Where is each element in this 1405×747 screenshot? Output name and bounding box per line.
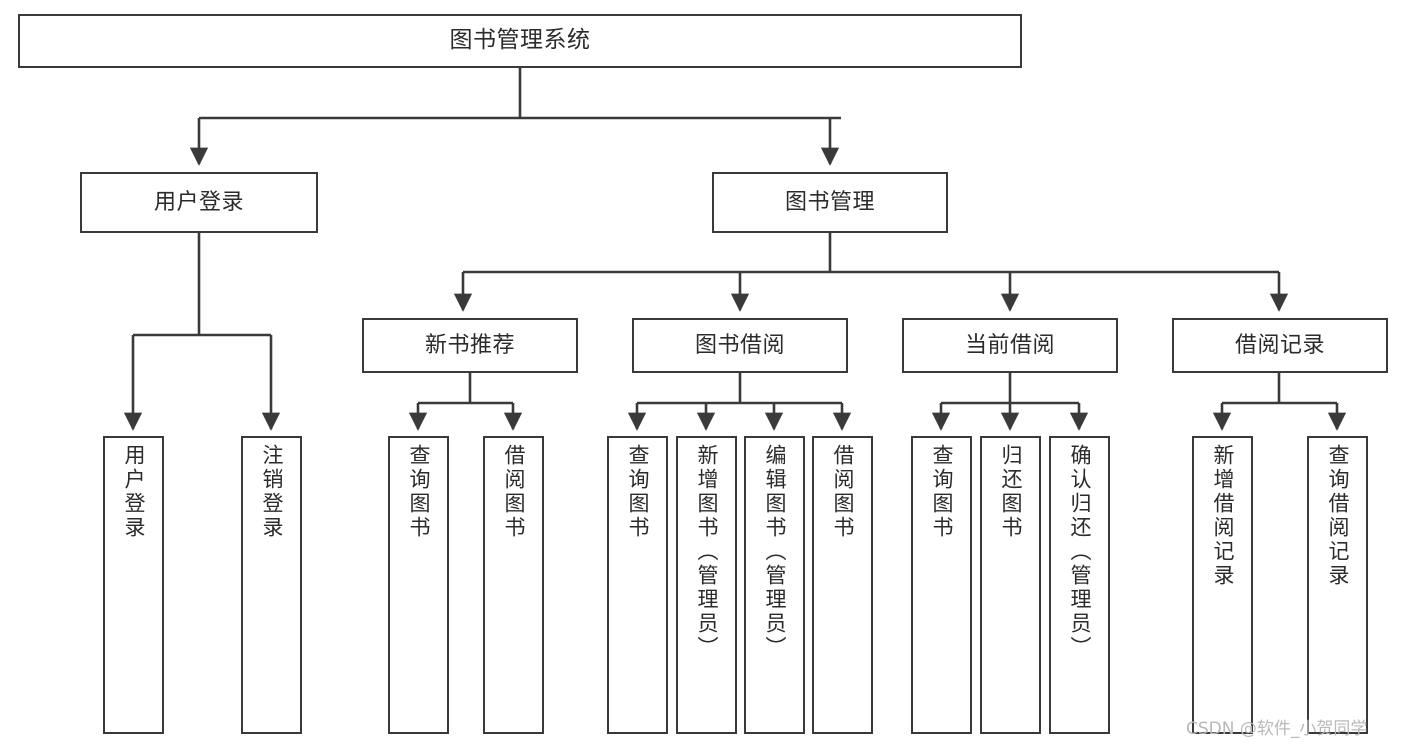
node-book-management[interactable]: 图书管理 — [712, 172, 948, 233]
leaf-user-login[interactable]: 用户登录 — [103, 436, 164, 734]
leaf-add-book-admin[interactable]: 新增图书（管理员） — [676, 436, 737, 734]
node-label: 归还图书 — [999, 444, 1023, 540]
node-user-login[interactable]: 用户登录 — [80, 172, 318, 233]
node-label: 确认归还（管理员） — [1068, 444, 1092, 660]
node-label: 借阅记录 — [1234, 332, 1325, 358]
node-label: 新增借阅记录 — [1211, 444, 1235, 588]
node-label: 用户登录 — [153, 189, 244, 215]
node-borrow-record[interactable]: 借阅记录 — [1172, 318, 1388, 373]
node-label: 新书推荐 — [424, 332, 515, 358]
leaf-query-book-current[interactable]: 查询图书 — [911, 436, 972, 734]
node-current-borrow[interactable]: 当前借阅 — [902, 318, 1118, 373]
leaf-query-borrow-record[interactable]: 查询借阅记录 — [1307, 436, 1368, 734]
leaf-query-book-borrow[interactable]: 查询图书 — [607, 436, 668, 734]
node-label: 编辑图书（管理员） — [763, 444, 787, 660]
node-label: 注销登录 — [260, 444, 284, 540]
node-label: 查询借阅记录 — [1326, 444, 1350, 588]
node-label: 新增图书（管理员） — [695, 444, 719, 660]
node-label: 查询图书 — [930, 444, 954, 540]
node-label: 图书管理 — [784, 189, 875, 215]
node-label: 用户登录 — [122, 444, 146, 540]
leaf-add-borrow-record[interactable]: 新增借阅记录 — [1192, 436, 1253, 734]
leaf-user-logout[interactable]: 注销登录 — [241, 436, 302, 734]
leaf-edit-book-admin[interactable]: 编辑图书（管理员） — [744, 436, 805, 734]
node-label: 查询图书 — [626, 444, 650, 540]
csdn-watermark: CSDN @软件_小贺同学 — [1186, 719, 1368, 739]
leaf-query-book-new-recommendation[interactable]: 查询图书 — [388, 436, 449, 734]
node-label: 借阅图书 — [831, 444, 855, 540]
leaf-borrow-book[interactable]: 借阅图书 — [812, 436, 873, 734]
leaf-return-book[interactable]: 归还图书 — [980, 436, 1041, 734]
node-label: 当前借阅 — [964, 332, 1055, 358]
node-new-book-recommendation[interactable]: 新书推荐 — [362, 318, 578, 373]
leaf-borrow-book-new-recommendation[interactable]: 借阅图书 — [483, 436, 544, 734]
node-label: 借阅图书 — [502, 444, 526, 540]
node-label: 图书借阅 — [694, 332, 785, 358]
node-label: 图书管理系统 — [449, 27, 591, 54]
node-label: 查询图书 — [407, 444, 431, 540]
node-root-book-management-system[interactable]: 图书管理系统 — [18, 14, 1022, 68]
leaf-confirm-return-admin[interactable]: 确认归还（管理员） — [1049, 436, 1110, 734]
node-book-borrow[interactable]: 图书借阅 — [632, 318, 848, 373]
